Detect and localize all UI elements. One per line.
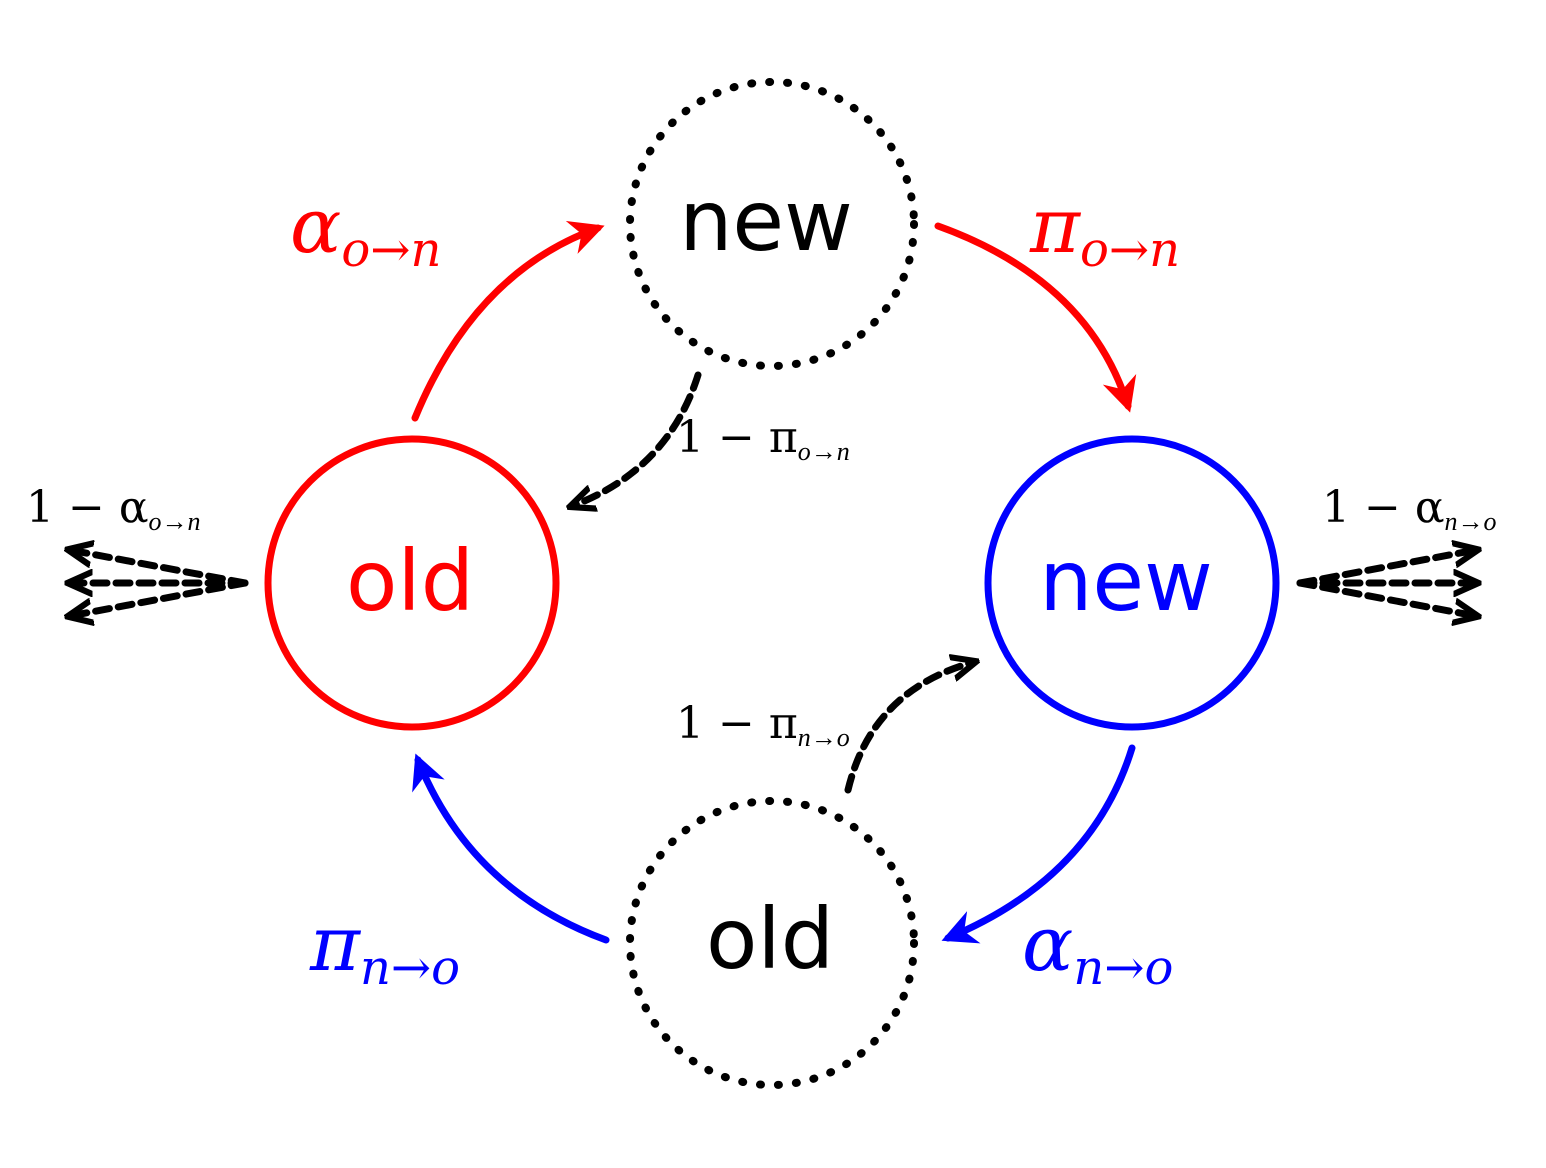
node-new-dotted-circle <box>626 78 918 370</box>
label-pi-o-n: πo→n <box>1029 181 1180 278</box>
arrow-one-minus-pi-o-n <box>572 371 702 506</box>
node-new-blue-circle <box>984 435 1280 731</box>
node-new-blue-label: new <box>1039 532 1213 630</box>
label-alpha-n-o: αn→o <box>1022 899 1173 996</box>
node-new-dotted-label: new <box>679 172 853 270</box>
node-old-dotted-circle <box>626 797 918 1089</box>
arrows-one-minus-alpha-n-o <box>1296 550 1476 616</box>
arrow-alpha-o-n <box>411 220 605 422</box>
node-old-red-label: old <box>346 532 474 630</box>
arrow-pi-o-n <box>934 222 1137 413</box>
arrow-pi-n-o <box>412 753 610 944</box>
label-one-minus-alpha-n-o: 1 − αn→o <box>1322 482 1497 536</box>
label-one-minus-pi-o-n: 1 − πo→n <box>676 412 850 466</box>
label-one-minus-pi-n-o: 1 − πn→o <box>676 698 850 752</box>
label-one-minus-alpha-o-n: 1 − αo→n <box>26 482 201 536</box>
label-alpha-o-n: αo→n <box>290 181 441 278</box>
arrow-alpha-n-o <box>941 744 1136 944</box>
node-old-dotted-label: old <box>706 890 834 988</box>
node-old-red-circle <box>264 435 560 731</box>
arrows-one-minus-alpha-o-n <box>70 550 249 616</box>
label-pi-n-o: πn→o <box>309 899 460 996</box>
arrow-one-minus-pi-n-o <box>844 662 974 794</box>
